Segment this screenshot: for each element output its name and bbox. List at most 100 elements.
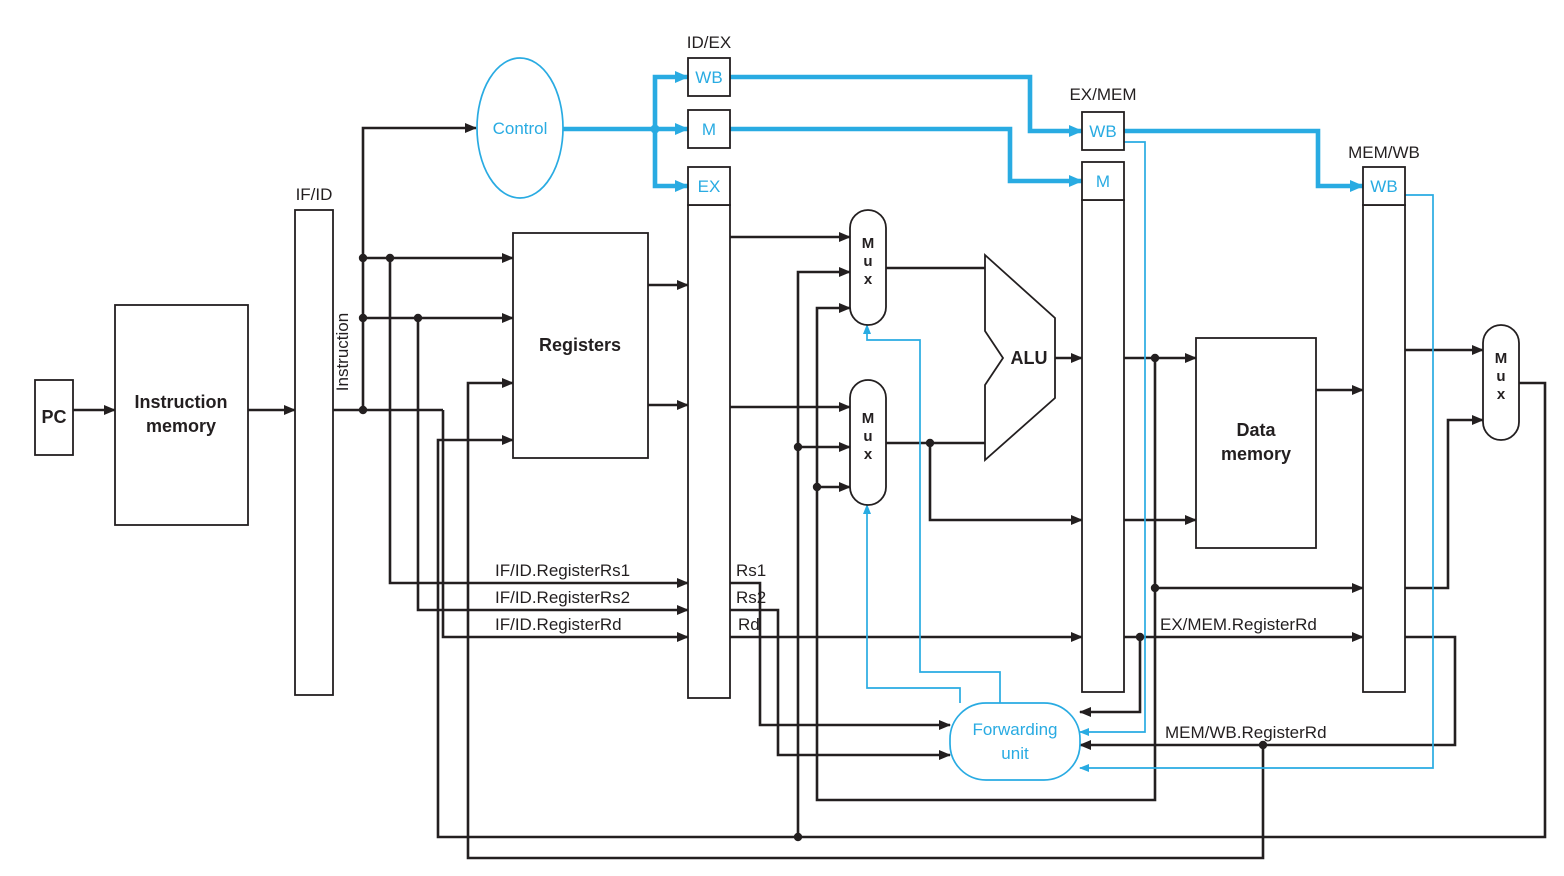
wire-idex-m-to-exmem [730, 126, 1083, 187]
wire-exmem-regwrite-to-forwarding-unit [1079, 141, 1146, 736]
wire-idex-wb-to-exmem [730, 74, 1083, 137]
alu-label: ALU [1011, 348, 1048, 368]
ex-mem-m-field [1081, 161, 1125, 201]
mux-a-label-u: u [863, 253, 872, 270]
junction-dots [358, 253, 1268, 842]
ex-mem-m-label: M [1096, 172, 1110, 191]
junction-dot [358, 405, 368, 415]
label-ifid-register-rs2: IF/ID.RegisterRs2 [495, 588, 630, 607]
junction-dot [1135, 632, 1145, 642]
wire-rs2-to-forwarding-unit [730, 608, 951, 760]
id-ex-ex-field [687, 166, 731, 206]
wire-writeback-to-registers-write-data [436, 381, 1547, 839]
id-ex-ex-label: EX [698, 177, 721, 196]
cyan-labels: Control WB M EX WB M WB Forwarding unit [493, 68, 1398, 763]
id-ex-m-label: M [702, 120, 716, 139]
junction-dot [1150, 583, 1160, 593]
instruction-memory-label-line2: memory [146, 416, 216, 436]
wire-memwb-regwrite-to-forwarding-unit [1079, 194, 1434, 772]
pc-box [34, 379, 74, 456]
data-memory-box [1195, 337, 1317, 549]
alu-shape [984, 252, 1056, 462]
writeback-mux-label-x: x [1497, 386, 1506, 403]
ex-mem-wb-field [1081, 111, 1125, 151]
id-ex-register [687, 204, 731, 699]
id-ex-m-field [687, 109, 731, 149]
label-rs2: Rs2 [736, 588, 766, 607]
mux-b-label-m: M [862, 410, 875, 427]
writeback-mux-label-m: M [1495, 350, 1508, 367]
wire-ifid-register-rs2 [416, 318, 689, 615]
junction-dot [1258, 740, 1268, 750]
mux-a-label-x: x [864, 271, 873, 288]
registers-box [512, 232, 649, 459]
if-id-register-name: IF/ID [296, 185, 333, 204]
wire-exmem-rd-to-forwarding-unit [1079, 637, 1142, 717]
junction-dot [385, 253, 395, 263]
ex-mem-wb-label: WB [1089, 122, 1116, 141]
mem-wb-wb-label: WB [1370, 177, 1397, 196]
mux-a-label-m: M [862, 235, 875, 252]
wire-exmem-wb-to-memwb [1124, 128, 1364, 192]
instruction-rotated-label: Instruction [333, 313, 352, 391]
writeback-mux-label-u: u [1496, 368, 1505, 385]
mem-wb-register-name: MEM/WB [1348, 143, 1420, 162]
instruction-memory-label-line1: Instruction [135, 392, 228, 412]
junction-dot [793, 442, 803, 452]
wire-control-wb-to-idex [652, 71, 689, 129]
control-junction-dot [650, 124, 660, 134]
label-memwb-register-rd: MEM/WB.RegisterRd [1165, 723, 1327, 742]
label-rs1: Rs1 [736, 561, 766, 580]
control-blocks [476, 57, 1081, 781]
data-wires [73, 123, 1547, 860]
wire-memwb-rd-to-write-register [466, 378, 1265, 860]
label-ifid-register-rs1: IF/ID.RegisterRs1 [495, 561, 630, 580]
mux-b-label-u: u [863, 428, 872, 445]
junction-dot [358, 313, 368, 323]
pc-label: PC [41, 407, 66, 427]
control-junction-dots [650, 124, 660, 134]
black-labels: PC Instruction memory Registers ALU Data… [41, 33, 1507, 742]
data-memory-label-line2: memory [1221, 444, 1291, 464]
id-ex-register-name: ID/EX [687, 33, 731, 52]
forwarding-unit-box [949, 702, 1081, 781]
mem-wb-wb-field [1362, 166, 1406, 206]
wire-forward-b-to-mux-b [863, 504, 961, 703]
label-rd: Rd [738, 615, 760, 634]
mux-b-label-x: x [864, 446, 873, 463]
forward-mux-a [849, 209, 887, 326]
control-oval [476, 57, 564, 199]
if-id-register [294, 209, 334, 696]
junction-dot [812, 482, 822, 492]
data-memory-label-line1: Data [1236, 420, 1276, 440]
junction-dot [793, 832, 803, 842]
wire-ifid-register-rs1 [388, 258, 689, 588]
wire-store-data-to-exmem [928, 443, 1083, 525]
ex-mem-register-name: EX/MEM [1069, 85, 1136, 104]
writeback-mux [1482, 324, 1520, 441]
blocks [34, 57, 1520, 781]
wire-control-ex-to-idex [652, 129, 689, 192]
junction-dot [925, 438, 935, 448]
control-wires [562, 71, 1434, 772]
forwarding-unit-label-line2: unit [1001, 744, 1029, 763]
wire-instruction-to-control [361, 123, 477, 410]
wire-rs1-to-forwarding-unit [730, 581, 951, 730]
junction-dot [358, 253, 368, 263]
ex-mem-register [1081, 199, 1125, 693]
forward-mux-b [849, 379, 887, 506]
instruction-memory-box [114, 304, 249, 526]
id-ex-wb-label: WB [695, 68, 722, 87]
wire-exmem-forward-to-mux-a [815, 303, 1157, 802]
wire-memwb-forward-to-mux-a [796, 267, 851, 837]
label-ifid-register-rd: IF/ID.RegisterRd [495, 615, 622, 634]
wire-forward-a-to-mux-a [863, 324, 1001, 703]
forwarding-unit-label-line1: Forwarding [972, 720, 1057, 739]
wire-ifid-register-rd [441, 410, 689, 642]
junction-dot [1150, 353, 1160, 363]
control-label: Control [493, 119, 548, 138]
wire-memwb-rd-to-forwarding-unit [1079, 635, 1457, 750]
label-exmem-register-rd: EX/MEM.RegisterRd [1160, 615, 1317, 634]
